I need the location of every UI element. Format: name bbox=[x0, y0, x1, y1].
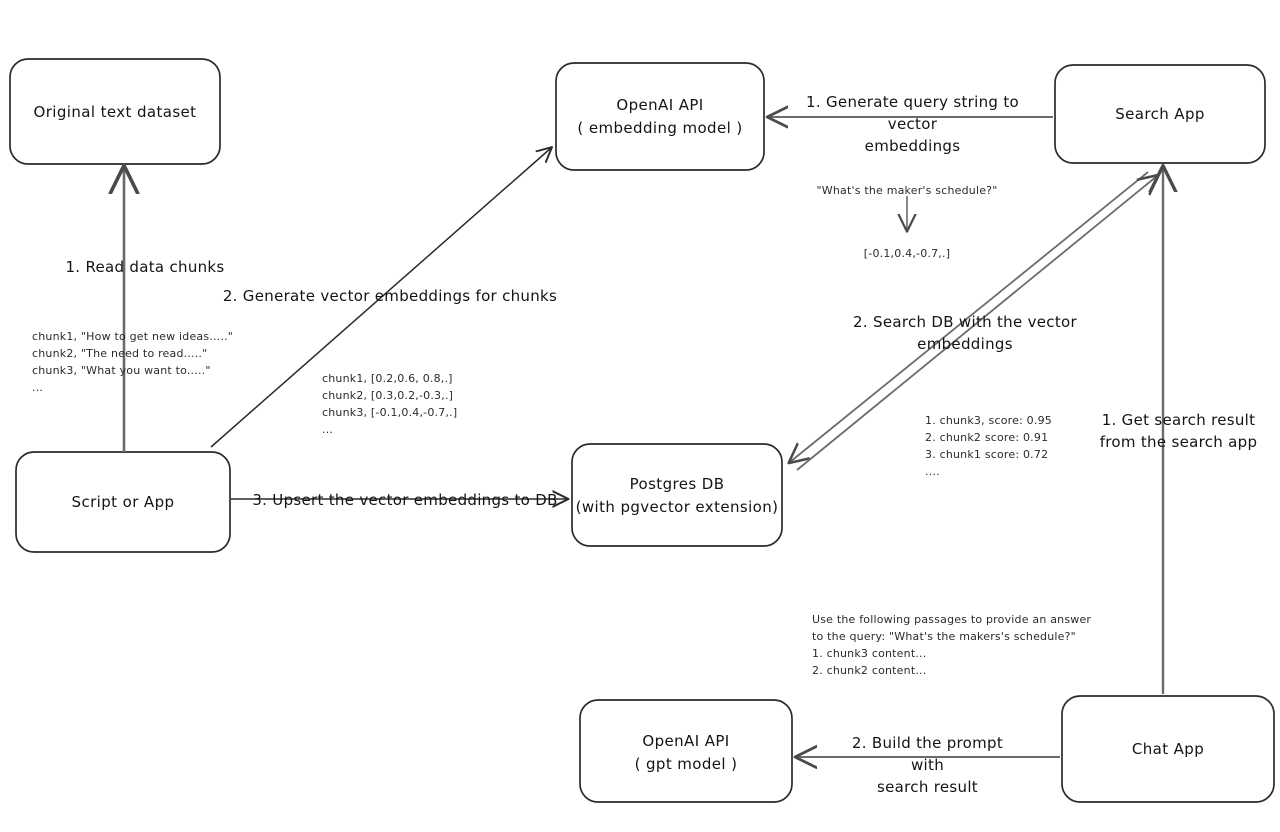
note-chunks-sample: chunk1, "How to get new ideas....." chun… bbox=[32, 330, 234, 395]
node-openai-gpt-api[interactable] bbox=[579, 699, 793, 803]
note-query-vector: [-0.1,0.4,-0.7,.] bbox=[863, 247, 951, 260]
edge-search-db-inbound bbox=[796, 176, 1157, 471]
node-openai-embedding-api[interactable] bbox=[555, 62, 765, 171]
edge-generate-embeddings bbox=[210, 148, 551, 448]
node-postgres-db[interactable] bbox=[571, 443, 783, 547]
edge-label-generate-query-string: 1. Generate query string to vector embed… bbox=[806, 93, 1019, 155]
node-original-text-dataset[interactable] bbox=[9, 58, 221, 165]
note-chunk-vectors: chunk1, [0.2,0.6, 0.8,.] chunk2, [0.3,0.… bbox=[322, 372, 458, 437]
edge-label-read-data-chunks: 1. Read data chunks bbox=[65, 258, 225, 276]
edge-search-db-outbound bbox=[790, 171, 1149, 462]
edge-label-search-db: 2. Search DB with the vector embeddings bbox=[853, 313, 1077, 353]
edge-label-upsert-to-db: 3. Upsert the vector embeddings to DB bbox=[252, 491, 558, 509]
node-search-app[interactable] bbox=[1054, 64, 1266, 164]
node-script-or-app[interactable] bbox=[15, 451, 231, 553]
edge-label-get-search-result: 1. Get search result from the search app bbox=[1099, 411, 1258, 451]
edge-label-build-prompt: 2. Build the prompt with search result bbox=[851, 734, 1004, 796]
edge-label-generate-embeddings: 2. Generate vector embeddings for chunks bbox=[222, 287, 558, 305]
note-prompt-text: Use the following passages to provide an… bbox=[812, 613, 1092, 678]
note-search-results: 1. chunk3, score: 0.95 2. chunk2 score: … bbox=[925, 414, 1052, 479]
node-chat-app[interactable] bbox=[1061, 695, 1275, 803]
note-query-string: "What's the maker's schedule?" bbox=[816, 184, 998, 197]
